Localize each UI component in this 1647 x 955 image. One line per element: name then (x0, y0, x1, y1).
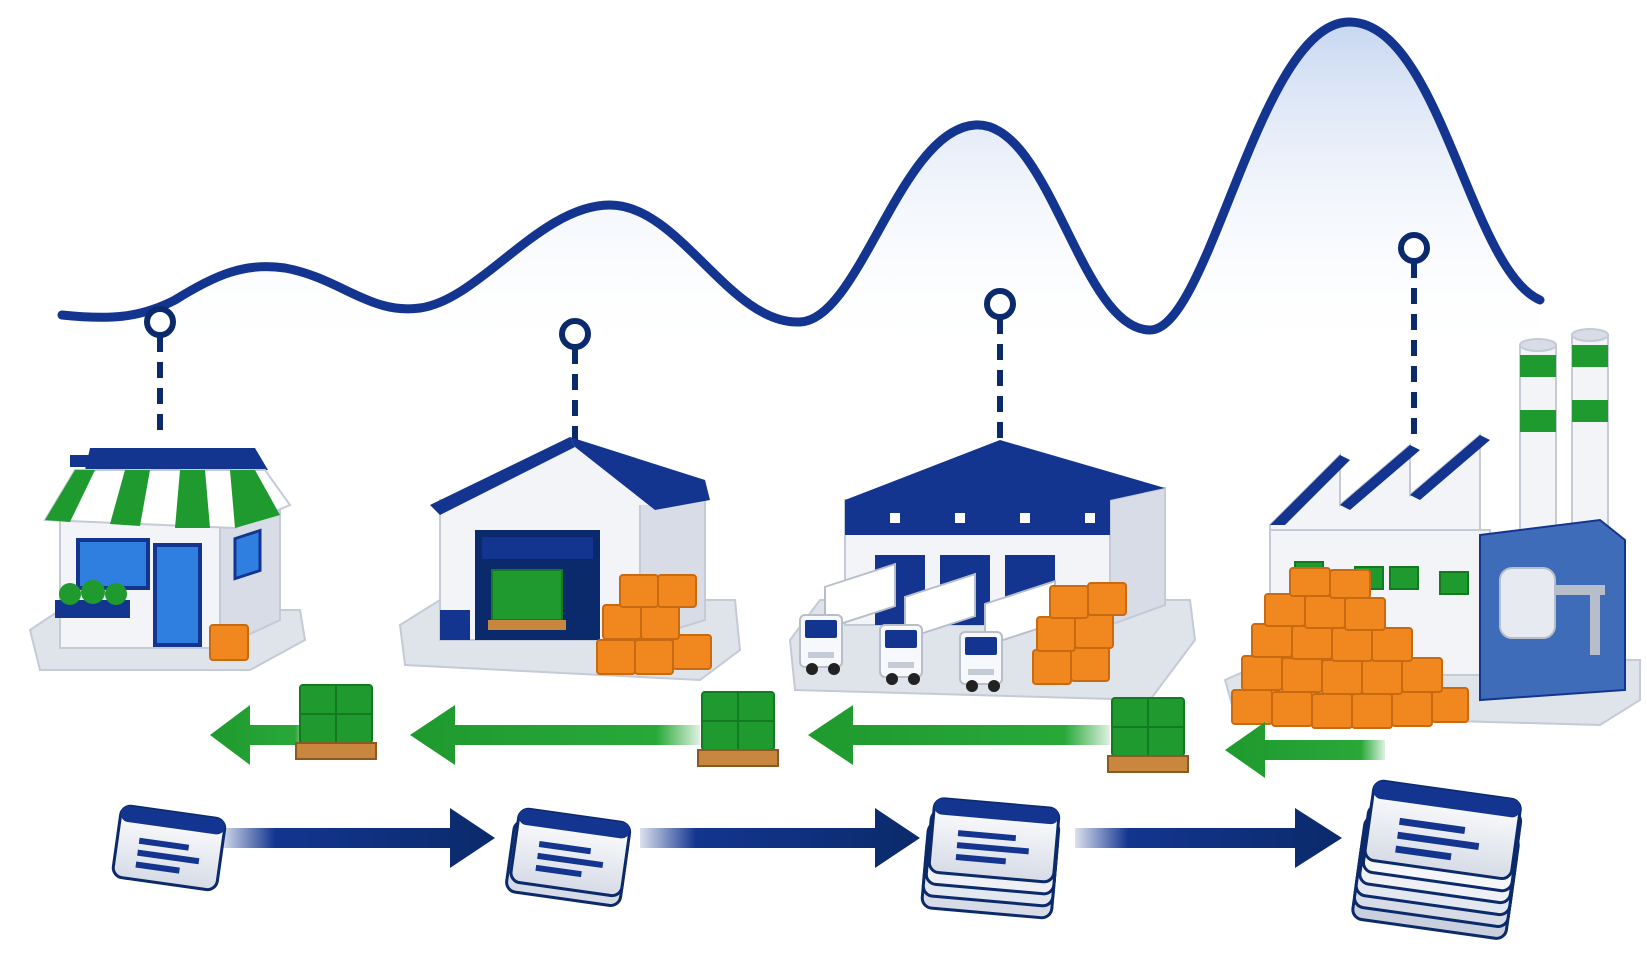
order-document-icon (505, 807, 632, 907)
pallet-icon (697, 691, 779, 767)
awning (43, 469, 292, 530)
pallet-icon (1107, 697, 1189, 773)
pin-wholesaler (559, 318, 591, 445)
order-flow (111, 779, 1523, 940)
demand-wave (57, 17, 1545, 360)
distribution-center-icon (788, 440, 1197, 702)
smokestacks (1519, 328, 1609, 541)
store-icon (28, 448, 307, 671)
pin-retailer (144, 306, 176, 435)
order-arrow-3 (1075, 808, 1342, 868)
pallet-icon (295, 684, 377, 760)
goods-flow (210, 684, 1385, 778)
demand-wave-line (57, 17, 1545, 335)
order-arrow-1 (220, 808, 495, 868)
order-document-icon (111, 804, 227, 892)
order-document-icon (920, 797, 1061, 920)
goods-arrow-4 (1225, 722, 1385, 778)
goods-arrow-2 (410, 705, 700, 765)
goods-arrow-1 (210, 705, 310, 765)
goods-arrow-3 (808, 705, 1110, 765)
pin-manufacturer (1398, 232, 1430, 440)
order-arrow-2 (640, 808, 920, 868)
order-document-icon (1351, 779, 1523, 940)
pin-distributor (984, 288, 1016, 452)
delivery-trucks (799, 562, 1056, 692)
factory-icon (1223, 328, 1641, 729)
warehouse-icon (398, 437, 742, 682)
demand-wave-fill (62, 21, 1540, 360)
stage-pins (144, 232, 1430, 452)
